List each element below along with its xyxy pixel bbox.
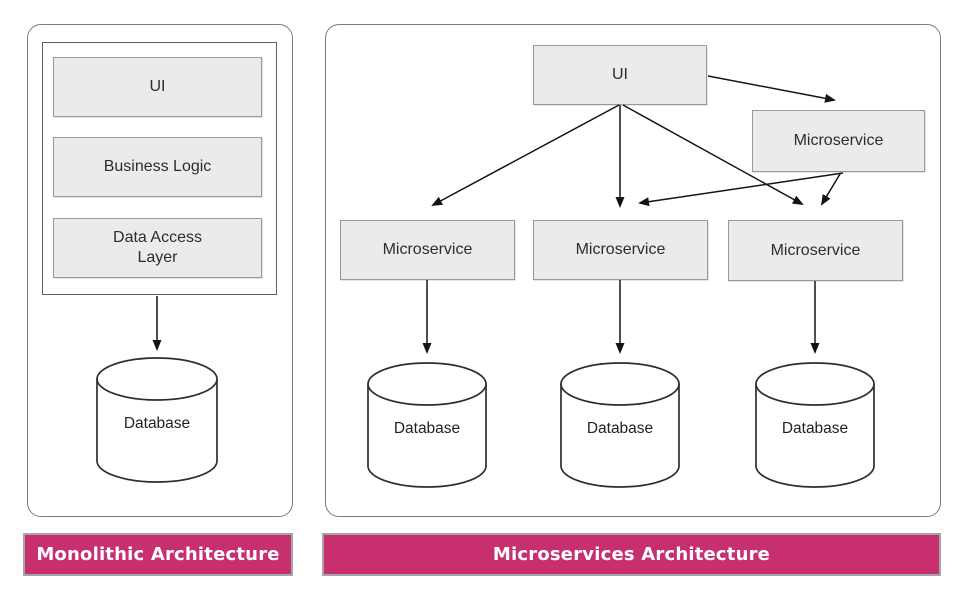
monolith-data-access-label: Data Access Layer — [113, 229, 202, 266]
microservices-ui-box: UI — [533, 45, 707, 105]
monolith-ui-box: UI — [53, 57, 262, 117]
microservice-satellite-box: Microservice — [752, 110, 925, 172]
monolith-data-access-box: Data Access Layer — [53, 218, 262, 278]
monolithic-banner-label: Monolithic Architecture — [36, 544, 280, 565]
microservice-middle-label: Microservice — [575, 241, 666, 258]
left-database-label: Database — [393, 420, 461, 437]
monolith-business-logic-box: Business Logic — [53, 137, 262, 197]
microservice-left-box: Microservice — [340, 220, 515, 280]
monolith-ui-label: UI — [149, 78, 166, 95]
microservices-banner-label: Microservices Architecture — [492, 544, 771, 565]
microservice-middle-box: Microservice — [533, 220, 708, 280]
microservices-ui-label: UI — [612, 66, 628, 83]
monolith-database-label: Database — [123, 415, 191, 432]
microservices-architecture-banner: Microservices Architecture — [322, 533, 941, 576]
microservice-right-box: Microservice — [728, 220, 903, 281]
monolithic-architecture-banner: Monolithic Architecture — [23, 533, 293, 576]
monolith-business-logic-label: Business Logic — [103, 158, 212, 175]
microservice-satellite-label: Microservice — [793, 132, 884, 149]
middle-database-label: Database — [586, 420, 654, 437]
microservice-right-label: Microservice — [770, 241, 861, 259]
microservice-left-label: Microservice — [382, 241, 473, 258]
right-database-label: Database — [781, 420, 849, 437]
